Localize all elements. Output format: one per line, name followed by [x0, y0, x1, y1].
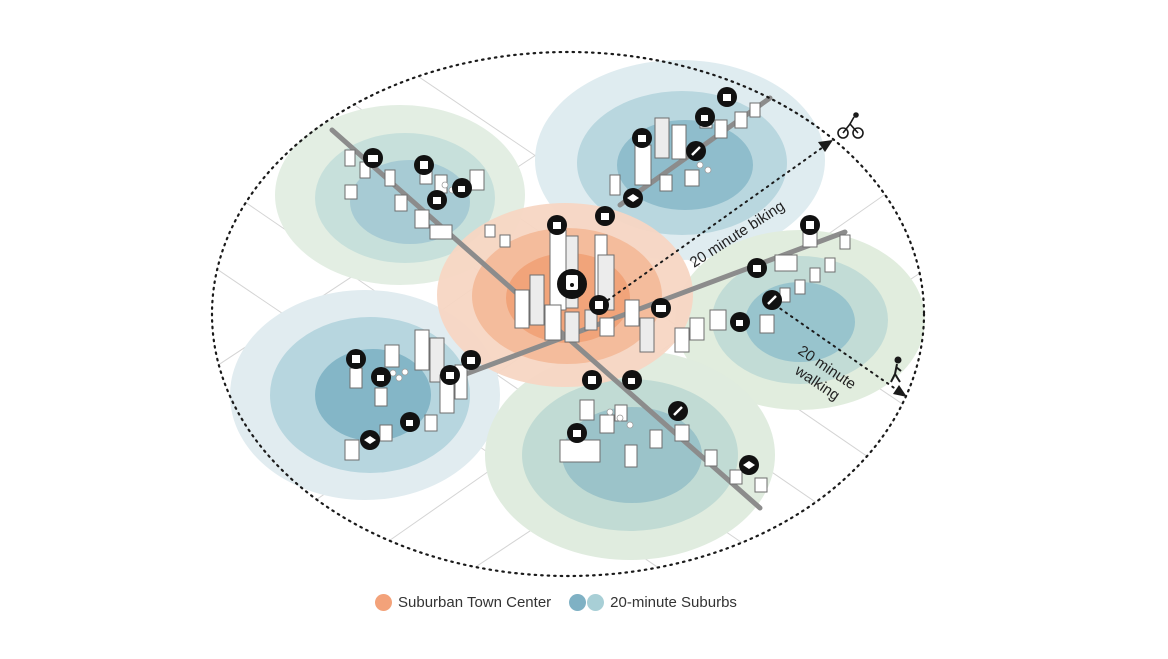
biking-boundary [210, 50, 926, 578]
fitness-icon [762, 290, 782, 310]
shopping-bag-icon [717, 87, 737, 107]
theater-icon [651, 298, 671, 318]
biking-distance-arrow [607, 140, 833, 301]
school-icon [360, 430, 380, 450]
town-center-swatch [375, 593, 392, 611]
cafe-icon [371, 367, 391, 387]
school-icon [623, 188, 643, 208]
cyclist-icon [837, 112, 864, 139]
shopping-bag-icon [632, 128, 652, 148]
fitness-icon [668, 401, 688, 421]
shopping-bag-icon [440, 365, 460, 385]
health-clinic-icon [414, 155, 434, 175]
suburb-swatch-teal [587, 593, 605, 611]
amenity-markers [346, 87, 820, 475]
health-clinic-icon [800, 215, 820, 235]
fitness-icon [686, 141, 706, 161]
pedestrian-icon [890, 356, 902, 383]
health-clinic-icon [582, 370, 602, 390]
cafe-icon [730, 312, 750, 332]
shopping-bag-icon [547, 215, 567, 235]
legend: Suburban Town Center 20-minute Suburbs [375, 590, 755, 614]
suburbs-legend-label: 20-minute Suburbs [610, 593, 737, 611]
shopping-bag-icon [427, 190, 447, 210]
cafe-icon [400, 412, 420, 432]
shopping-bag-icon [567, 423, 587, 443]
health-clinic-icon [346, 349, 366, 369]
shopping-bag-icon [747, 258, 767, 278]
cafe-icon [622, 370, 642, 390]
school-icon [739, 455, 759, 475]
suburb-swatch-blue [569, 593, 587, 611]
walking-distance-arrow [774, 304, 907, 397]
shopping-bag-icon [595, 206, 615, 226]
theater-icon [363, 148, 383, 168]
town-center-legend-label: Suburban Town Center [398, 593, 552, 611]
cafe-icon [452, 178, 472, 198]
train-station-icon [557, 269, 587, 299]
trees [389, 161, 712, 429]
cafe-icon [695, 107, 715, 127]
shopping-bag-icon [461, 350, 481, 370]
health-clinic-icon [589, 295, 609, 315]
